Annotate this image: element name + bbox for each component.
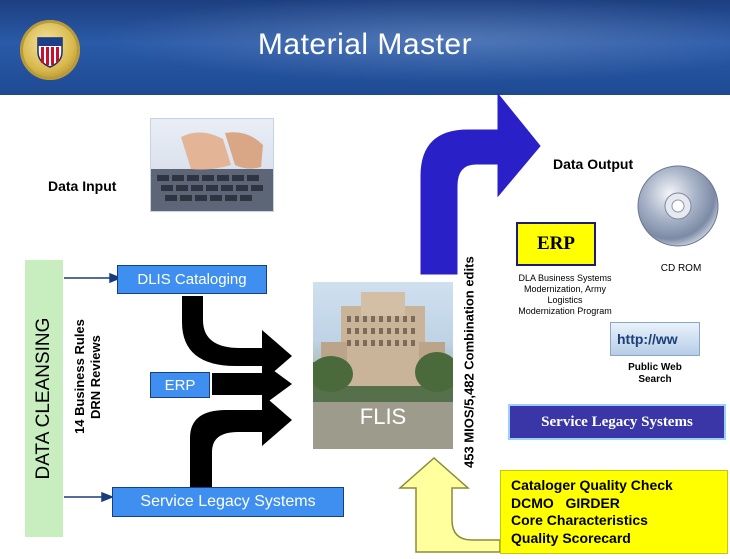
quality-line: Quality Scorecard xyxy=(511,529,631,546)
header-divider xyxy=(0,95,730,99)
erp-caption-line3: Modernization Program xyxy=(518,306,612,316)
data-output-label: Data Output xyxy=(553,156,634,172)
erp-caption: DLA Business Systems Modernization, Army… xyxy=(506,273,624,317)
service-legacy-output-box: Service Legacy Systems xyxy=(508,404,726,440)
combination-edits-label: 453 MIOS/5,482 Combination edits xyxy=(461,256,477,469)
connector-to-legacy-head xyxy=(101,491,115,503)
erp-input-box: ERP xyxy=(150,372,210,398)
arrow-quality-to-flis xyxy=(398,456,501,553)
connector-to-dlis-head xyxy=(109,272,123,284)
public-search-line2: Search xyxy=(638,374,672,385)
dlis-cataloging-box: DLIS Cataloging xyxy=(117,265,267,294)
header-sheen xyxy=(0,0,730,95)
page-title: Material Master xyxy=(257,28,473,61)
business-rules-line2: DRN Reviews xyxy=(88,335,103,419)
cd-rom-label: CD ROM xyxy=(660,263,702,274)
arrow-legacy-to-flis xyxy=(190,394,292,487)
erp-caption-line1: DLA Business Systems xyxy=(518,273,612,283)
public-web-search-label: Public Web Search xyxy=(610,362,700,386)
eagle-shield-icon xyxy=(37,37,63,68)
http-web-image: http://ww xyxy=(610,322,700,356)
dla-seal-icon xyxy=(20,20,80,80)
business-rules-line1: 14 Business Rules xyxy=(72,319,87,435)
flis-label: FLIS xyxy=(359,404,407,429)
flis-building-image: FLIS xyxy=(313,282,453,449)
building-icon xyxy=(313,292,453,449)
quality-line: Cataloger Quality Check xyxy=(511,477,673,493)
erp-output-box: ERP xyxy=(516,222,596,266)
arrow-dlis-to-flis xyxy=(182,296,292,382)
data-input-label: Data Input xyxy=(48,178,117,194)
arrow-erp-to-flis xyxy=(212,362,292,406)
quality-line: Core Characteristics xyxy=(511,512,648,528)
quality-line: DCMO GIRDER xyxy=(511,494,620,511)
data-cleansing-label: DATA CLEANSING xyxy=(33,317,54,480)
service-legacy-input-box: Service Legacy Systems xyxy=(112,487,344,517)
cd-rom-icon xyxy=(637,165,719,247)
erp-caption-line2: Modernization, Army Logistics xyxy=(523,284,607,305)
quality-checks-box: Cataloger Quality Check DCMO GIRDER Core… xyxy=(500,470,728,554)
header-bar: Material Master xyxy=(0,0,730,95)
data-cleansing-bar: DATA CLEANSING xyxy=(25,260,63,537)
laptop-keyboard-icon xyxy=(151,132,273,211)
typing-laptop-image xyxy=(150,118,274,212)
business-rules-block: 14 Business Rules DRN Reviews xyxy=(66,262,114,492)
arrow-flis-output xyxy=(420,92,541,275)
public-search-line1: Public Web xyxy=(628,362,682,373)
